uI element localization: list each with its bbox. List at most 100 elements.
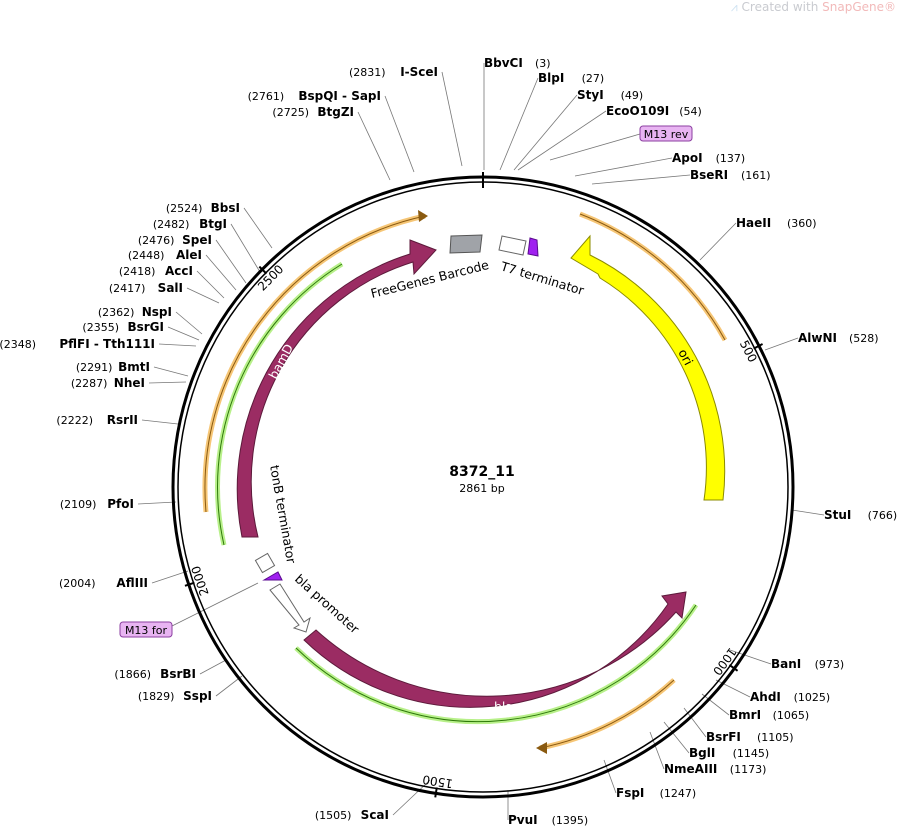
site-nspi: NspI(2362) <box>98 305 172 319</box>
site-pos-afliii: (2004) <box>59 577 96 590</box>
site-acci: AccI(2418) <box>119 264 193 278</box>
plasmid-name: 8372_11 <box>449 464 514 480</box>
site-pflfi-tth111i: PflFI - Tth111I (2348) <box>0 337 155 351</box>
site-name-acci: AccI <box>165 264 193 278</box>
site-pos-pvui: (1395) <box>552 814 589 827</box>
site-pos-stui: (766) <box>868 509 898 522</box>
site-pos-bsrgi: (2355) <box>82 321 119 334</box>
site-pos-scai: (1505) <box>315 809 352 822</box>
site-name-afliii: AflIII <box>116 576 148 590</box>
leader-pflfi-tth111i <box>158 343 197 347</box>
site-pos-nmeaiii: (1173) <box>730 763 767 776</box>
site-name-spei: SpeI <box>182 233 212 247</box>
site-bsrgi: BsrGI (2355) <box>82 320 164 334</box>
bla-feature <box>303 591 687 708</box>
site-name-scai: ScaI <box>361 808 389 822</box>
tick-mark-1500 <box>434 787 438 798</box>
leader-pfoi <box>137 501 177 505</box>
site-name-sali: SalI <box>158 281 183 295</box>
leader-haeii <box>699 222 737 261</box>
leader-btgzi <box>357 111 391 181</box>
snapgene-logo-icon: ⩘ <box>730 0 738 14</box>
site-name-btgzi: BtgZI <box>317 105 354 119</box>
leader-alwni <box>764 337 799 351</box>
site-pos-bspqi-sapi: (2761) <box>248 90 285 103</box>
site-ahdi: AhdI(1025) <box>750 690 830 704</box>
site-bmri: BmrI(1065) <box>729 708 809 722</box>
leader-bseri <box>591 174 691 185</box>
leader-nspi <box>175 311 203 335</box>
bla-label: bla <box>494 699 513 714</box>
site-nhei: NheI (2287) <box>71 376 145 390</box>
leader-bspqi-sapi <box>384 95 415 173</box>
site-name-styi: StyI <box>577 88 604 102</box>
site-btgi: BtgI(2482) <box>153 217 227 231</box>
tick-mark-2500 <box>258 265 268 275</box>
leader-blpi <box>499 77 539 171</box>
leader-bbsi <box>243 207 273 249</box>
tick-label-1000: 1000 <box>710 645 739 678</box>
site-apoi: ApoI(137) <box>672 151 745 165</box>
m13-for-primer <box>262 571 283 581</box>
watermark: ⩘ Created with SnapGene® <box>731 0 896 15</box>
leader-bsrbi <box>199 659 227 675</box>
site-blpi: BlpI(27) <box>538 71 604 85</box>
restriction-site-labels: BbvCI(3)BlpI(27)StyI(49)EcoO109I(54)M13 … <box>0 56 897 827</box>
site-pos-btgzi: (2725) <box>272 106 309 119</box>
leader-m13-for <box>171 582 259 627</box>
site-scai: ScaI (1505) <box>315 808 389 822</box>
leader-rsrii <box>141 419 179 425</box>
site-pos-pflfi-tth111i: (2348) <box>0 338 36 351</box>
site-fspi: FspI(1247) <box>616 786 696 800</box>
site-pos-bseri: (161) <box>741 169 771 182</box>
plasmid-length: 2861 bp <box>459 482 504 495</box>
site-pos-btgi: (2482) <box>153 218 190 231</box>
site-pos-nhei: (2287) <box>71 377 108 390</box>
site-name-nmeaiii: NmeAIII <box>664 762 717 776</box>
leader-stui <box>791 509 825 516</box>
leader-sspi <box>215 675 243 697</box>
leader-m13-rev <box>549 133 641 161</box>
site-pos-pfoi: (2109) <box>60 498 97 511</box>
site-m13-for: M13 for <box>119 621 173 638</box>
site-pos-bgli: (1145) <box>733 747 770 760</box>
site-name-bbvci: BbvCI <box>484 56 523 70</box>
site-name-haeii: HaeII <box>736 216 771 230</box>
leader-afliii <box>151 570 189 584</box>
bla-promoter-feature <box>269 583 311 633</box>
bamD-feature <box>236 239 437 538</box>
site-pos-bani: (973) <box>815 658 845 671</box>
leader-acci <box>196 270 225 299</box>
site-i-scei: I-SceI(2831) <box>349 65 438 79</box>
leader-nmeaiii <box>649 731 665 770</box>
site-name-bmti: BmtI <box>118 360 150 374</box>
site-name-alei: AleI <box>176 248 202 262</box>
site-name-nhei: NheI <box>114 376 145 390</box>
site-bspqi-sapi: BspQI - SapI(2761) <box>248 89 381 103</box>
site-name-alwni: AlwNI <box>798 331 837 345</box>
site-pos-sali: (2417) <box>109 282 146 295</box>
site-name-pflfi-tth111i: PflFI - Tth111I <box>59 337 155 351</box>
site-name-bsrgi: BsrGI <box>127 320 164 334</box>
primer-box-m13-for <box>119 621 173 638</box>
site-name-fspi: FspI <box>616 786 644 800</box>
site-leader-lines <box>137 63 825 820</box>
tonB-terminator-label: tonB terminator <box>267 464 299 565</box>
site-ecoo109i: EcoO109I(54) <box>606 104 702 118</box>
site-pos-blpi: (27) <box>582 72 605 85</box>
watermark-brand: SnapGene® <box>822 0 896 14</box>
leader-sali <box>186 287 220 304</box>
leader-apoi <box>574 157 673 177</box>
leader-nhei <box>148 381 187 384</box>
orf-arcs <box>202 210 728 754</box>
site-bsrbi: BsrBI(1866) <box>114 667 196 681</box>
leader-spei <box>215 239 247 284</box>
site-stui: StuI(766) <box>824 508 897 522</box>
orf-arrow-top <box>418 210 428 222</box>
m13-rev-primer <box>527 237 539 257</box>
orf-arrow-bottom <box>536 742 547 754</box>
site-name-bsrfi: BsrFI <box>706 730 741 744</box>
leader-bgli <box>663 721 690 754</box>
site-m13-rev: M13 rev <box>639 125 693 142</box>
